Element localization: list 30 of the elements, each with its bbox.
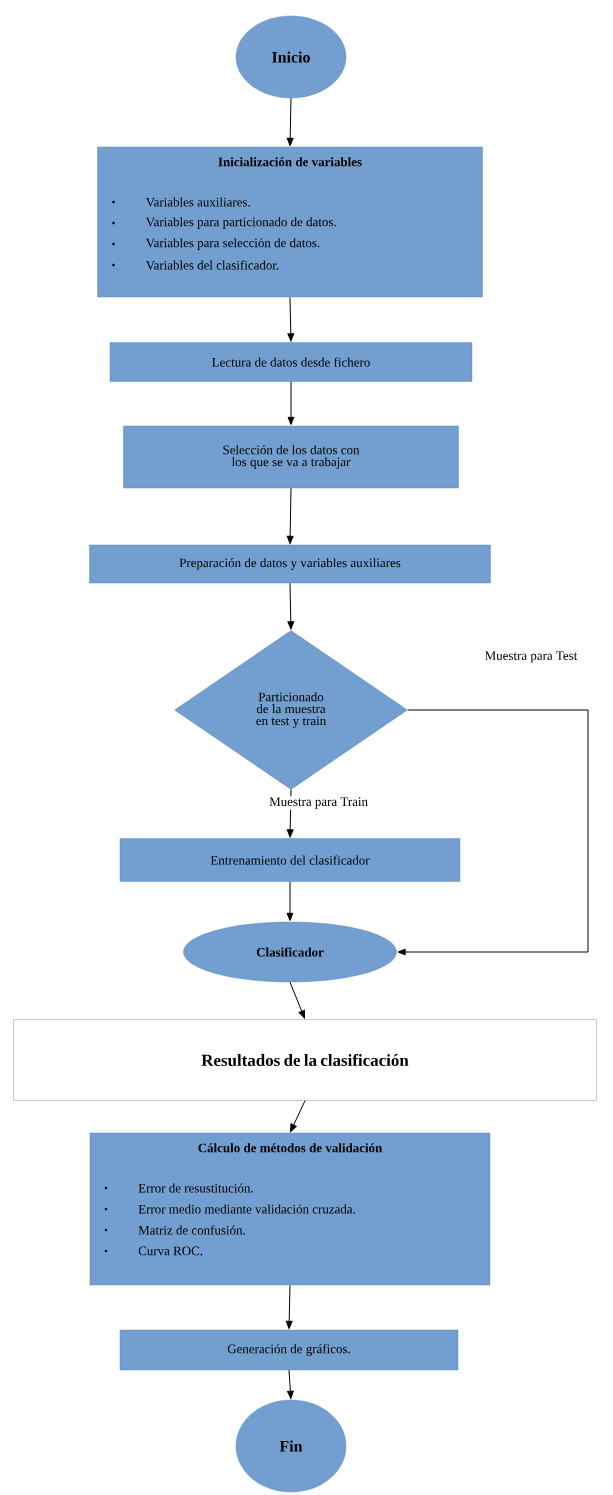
arrow [286,881,294,921]
process-box: Lectura de datos desde fichero [109,342,473,382]
edge-label: Muestra para Train [268,796,369,810]
box-heading: Inicialización de variables [218,157,362,167]
box-heading: Cálculo de métodos de validación [198,1143,383,1153]
arrow [286,97,294,146]
process-box: Entrenamiento del clasificador [119,838,461,882]
bullet-item: Variables para particionado de datos. [112,217,336,229]
process-box: Selección de los datos con los que se va a trabajar [123,425,459,489]
arrow [287,296,295,342]
edge-label: Muestra para Test [483,650,579,664]
arrow [290,1100,306,1133]
bullet-item: Error medio mediante validación cruzada. [104,1204,355,1214]
arrow [287,582,295,630]
bullet-item: Variables auxiliares. [112,197,250,207]
bullet-item: Matriz de confusión. [104,1225,245,1235]
bullet-item: Curva ROC. [104,1246,203,1256]
arrow [287,1369,294,1399]
arrow [287,381,295,425]
bullet-item: Error de resustitución. [104,1183,253,1193]
bullet-item: Variables para selección de datos. [112,238,320,250]
bullet-item: Variables del clasificador. [112,260,279,270]
process-box: Generación de gráficos. [119,1329,459,1371]
arrow [286,789,294,838]
arrow [286,487,294,544]
process-box: Resultados de la clasificación [13,1019,597,1101]
arrow [289,981,305,1019]
process-box: Preparación de datos y variables auxiliares [89,544,491,584]
arrow [397,709,589,956]
arrow [285,1284,293,1329]
